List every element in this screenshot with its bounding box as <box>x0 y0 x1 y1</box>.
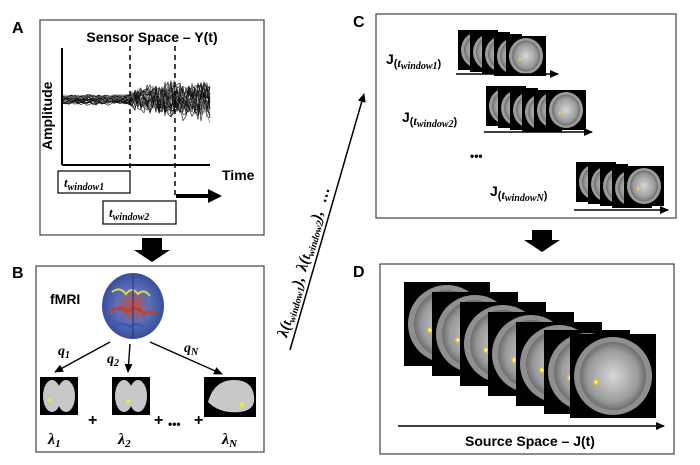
panel-a-title: Sensor Space – Y(t) <box>86 29 217 45</box>
sensor-trace <box>62 84 211 115</box>
panel-a-frame <box>39 19 265 236</box>
q2-label: q2 <box>107 352 119 369</box>
plus-2: + <box>154 412 163 429</box>
plus-1: + <box>88 412 97 429</box>
arrow-q1 <box>54 341 111 373</box>
component-map-N <box>204 377 256 417</box>
panel-a-xlabel: Time <box>222 167 255 183</box>
panel-b-letter: B <box>12 265 24 282</box>
panel-c: C J(twindow1) J(twindow2) ••• <box>353 13 677 219</box>
slice-stack-window2 <box>486 86 586 132</box>
panel-a-ylabel: Amplitude <box>39 81 55 150</box>
window1-box <box>57 170 131 194</box>
plus-3: + <box>194 412 203 429</box>
panel-d-letter: D <box>353 264 365 281</box>
panel-d-xlabel: Source Space – J(t) <box>465 433 595 449</box>
lambda1-label: λ1 <box>47 431 61 450</box>
panel-b: B fMRI q1 q2 qN <box>12 265 265 453</box>
sensor-trace <box>62 87 211 114</box>
arrow-qN <box>149 341 223 375</box>
panel-a-letter: A <box>12 20 24 37</box>
window-shift-arrowhead <box>208 189 222 203</box>
sensor-trace <box>62 87 211 122</box>
sensor-traces <box>62 80 211 124</box>
panel-d: D Source Space – J(t) <box>353 263 675 455</box>
panel-a: A Sensor Space – Y(t) Amplitude Time twi… <box>12 19 265 236</box>
window2-label: twindow2 <box>109 205 149 223</box>
ellipsis-b: ••• <box>168 417 181 431</box>
component-map-1 <box>40 377 78 415</box>
lambda2-label: λ2 <box>117 431 131 450</box>
fmri-brain-image <box>100 272 166 340</box>
qN-label: qN <box>184 341 199 358</box>
arrow-q2 <box>124 343 133 373</box>
arrow-c-to-d <box>524 230 560 252</box>
j-windowN-label: J(twindowN) <box>490 183 548 204</box>
arrow-a-to-b <box>134 238 170 262</box>
window1-label: twindow1 <box>64 175 104 193</box>
window2-box <box>102 200 177 225</box>
ellipsis-c: ••• <box>470 149 483 163</box>
q1-label: q1 <box>58 344 70 361</box>
sensor-trace <box>62 82 211 115</box>
fmri-label: fMRI <box>50 291 80 307</box>
slice-stack-window1 <box>458 30 546 76</box>
slice-stack-windowN <box>576 162 664 208</box>
diagonal-lambda-label: λ(twindow1), λ(twindow2), … <box>274 185 335 341</box>
panel-c-letter: C <box>353 14 365 31</box>
lambdaN-label: λN <box>221 431 238 450</box>
component-map-2 <box>112 377 150 415</box>
j-window2-label: J(twindow2) <box>402 109 458 130</box>
j-window1-label: J(twindow1) <box>386 51 442 72</box>
diagonal-arrow <box>289 93 366 351</box>
